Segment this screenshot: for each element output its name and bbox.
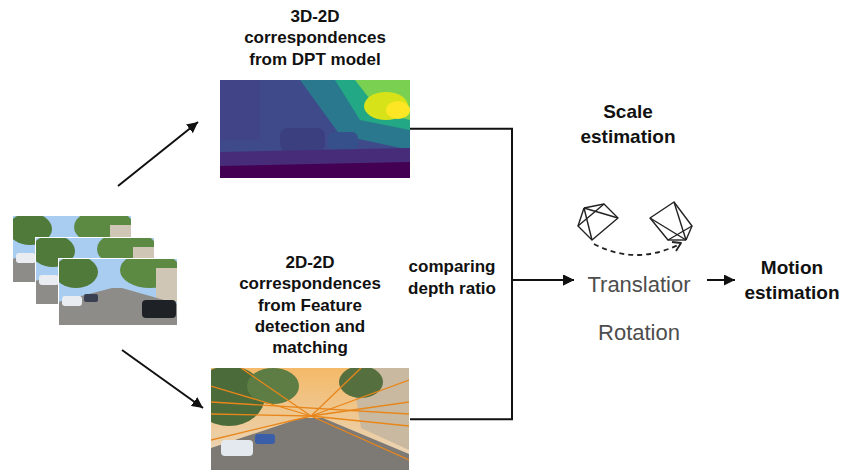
panel-caption: 3D-2D correspondences from DPT model bbox=[235, 6, 395, 70]
annotation-text: Scale estimation bbox=[574, 100, 682, 149]
annotation-text: comparing depth ratio bbox=[404, 256, 500, 300]
flow-connector bbox=[410, 280, 574, 419]
depth-map-panel: 3D-2D correspondences from DPT model bbox=[220, 6, 410, 178]
panel-illustration bbox=[574, 196, 704, 258]
input-arrow bbox=[118, 122, 198, 186]
street-photo bbox=[54, 252, 180, 326]
annotation-text: Motion estimation bbox=[738, 256, 846, 305]
output-arrow bbox=[707, 279, 735, 281]
panel-illustration bbox=[220, 80, 410, 178]
camera-motion-figure: TranslatiorRotation bbox=[574, 196, 704, 347]
input-arrow bbox=[122, 350, 203, 408]
panel-illustration bbox=[211, 368, 409, 470]
panel-caption: 2D-2D correspondences from Feature detec… bbox=[235, 252, 385, 358]
motion-term: Translatior bbox=[587, 272, 690, 298]
motion-term: Rotation bbox=[598, 320, 680, 346]
feature-match-panel: 2D-2D correspondences from Feature detec… bbox=[210, 252, 410, 470]
